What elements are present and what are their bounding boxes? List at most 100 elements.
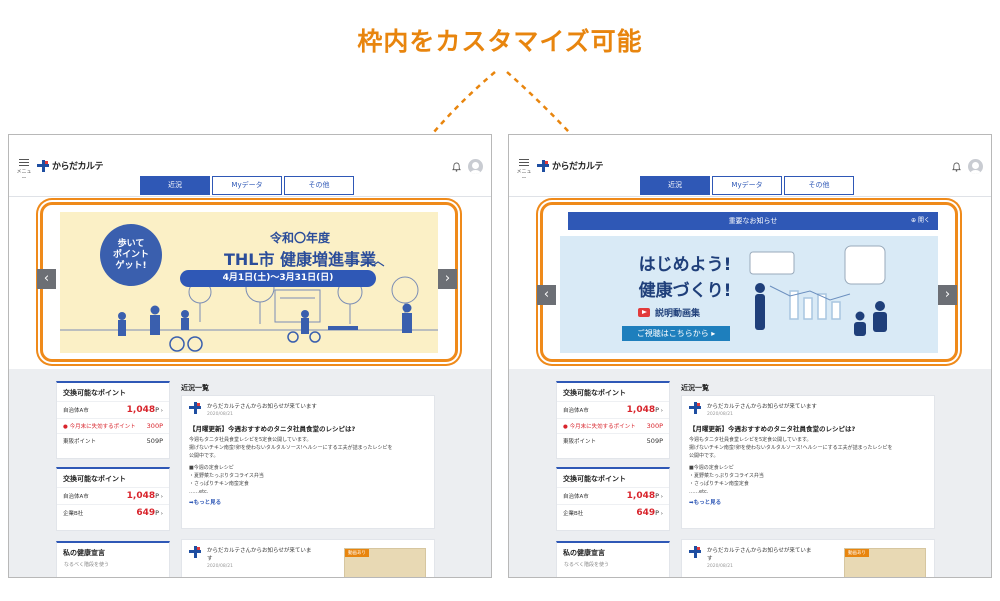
points-row-value: 1,048 — [126, 405, 156, 415]
points-row-label: 東阪ポイント — [563, 439, 597, 445]
menu-button[interactable]: メニュー — [15, 157, 33, 182]
news-line: 今週もタニタ社員食堂レシピを5定食公開しています。 — [689, 437, 812, 443]
video-label: 説明動画集 — [638, 306, 700, 319]
sender-logo-icon — [189, 402, 201, 414]
news-card[interactable]: からだカルテさんからお知らせが来ています 2020/08/21 【月曜更新】今週… — [181, 395, 435, 529]
points-row-value: 1,048 — [626, 405, 656, 415]
tab-recent[interactable]: 近況 — [640, 176, 710, 195]
notice-open-link[interactable]: ⊕ 開く — [911, 217, 930, 224]
read-more-link[interactable]: ➡もっと見る — [689, 500, 722, 506]
campaign-banner[interactable]: 歩いて ポイント ゲット! 令和〇年度 THL市 健康増進事業 4月1日(土)〜… — [60, 212, 438, 353]
content-area: 交換可能なポイント 自治体A市 1,048P › ● 今月末に失効するポイント … — [509, 369, 991, 577]
points-row[interactable]: 自治体A市 1,048P › — [557, 487, 669, 504]
news-from: からだカルテさんからお知らせが来ています — [707, 404, 817, 410]
news-from: からだカルテさんからお知らせが来ています — [207, 404, 317, 410]
app-logo[interactable]: からだカルテ — [537, 159, 604, 172]
badge-line-2: ポイント — [112, 249, 149, 260]
news-card[interactable]: からだカルテさんからお知らせが来ています 2020/08/21 【月曜更新】今週… — [681, 395, 935, 529]
news-date: 2020/08/21 — [207, 412, 233, 417]
logo-mark-icon — [537, 159, 549, 172]
news-from-line2: す — [207, 556, 213, 562]
campaign-dates: 4月1日(土)〜3月31日(日) — [180, 270, 376, 287]
news-card-2[interactable]: からだカルテさんからお知らせが来ています 2020/08/21 動画あり — [181, 539, 435, 577]
tab-recent[interactable]: 近況 — [140, 176, 210, 195]
bell-icon[interactable] — [952, 162, 961, 172]
news-header: からだカルテさんからお知らせが来ています 2020/08/21 — [682, 396, 934, 423]
tab-other[interactable]: その他 — [784, 176, 854, 195]
news-from-line1: からだカルテさんからお知らせが来ていま — [707, 548, 812, 554]
points-card-2: 交換可能なポイント 自治体A市 1,048P › 企業B社 649P › — [556, 467, 670, 531]
news-date: 2020/08/21 — [707, 412, 733, 417]
expiring-points-row: ● 今月末に失効するポイント 300P — [57, 418, 169, 433]
logo-text: からだカルテ — [552, 162, 604, 172]
points-row[interactable]: 企業B社 649P › — [557, 504, 669, 521]
points-card-title: 交換可能なポイント — [563, 389, 626, 397]
tab-mydata[interactable]: Myデータ — [212, 176, 282, 195]
news-section-label: 近況一覧 — [181, 384, 209, 392]
news-line: ・さっぱりチキン南蛮定食 — [189, 481, 249, 487]
points-row-value: 509P — [646, 437, 663, 445]
video-banner[interactable]: はじめよう! 健康づくり! 説明動画集 ご視聴はこちらから ▸ — [560, 236, 938, 353]
declaration-title: 私の健康宣言 — [63, 549, 105, 557]
news-line: ・さっぱりチキン南蛮定食 — [689, 481, 749, 487]
carousel-next-button[interactable]: › — [938, 285, 957, 305]
read-more-link[interactable]: ➡もっと見る — [189, 500, 222, 506]
points-card: 交換可能なポイント 自治体A市 1,048P › ● 今月末に失効するポイント … — [56, 381, 170, 459]
logo-text: からだカルテ — [52, 162, 104, 172]
points-unit: P — [155, 406, 160, 414]
declaration-card[interactable]: 私の健康宣言 なるべく階段を使う — [56, 541, 170, 577]
news-from: からだカルテさんからお知らせが来ています — [207, 546, 311, 562]
points-card: 交換可能なポイント 自治体A市 1,048P › ● 今月末に失効するポイント … — [556, 381, 670, 459]
expiring-label-text: 今月末に失効するポイント — [69, 424, 136, 430]
news-thumbnail: 動画あり — [344, 548, 426, 577]
news-section-label: 近況一覧 — [681, 384, 709, 392]
tab-mydata[interactable]: Myデータ — [712, 176, 782, 195]
video-label-text: 説明動画集 — [655, 309, 701, 319]
points-row-value: 509P — [146, 437, 163, 445]
watch-button[interactable]: ご視聴はこちらから ▸ — [622, 326, 730, 341]
points-unit: P — [155, 492, 160, 500]
notice-label: 重要なお知らせ — [728, 217, 778, 225]
expiring-label-text: 今月末に失効するポイント — [569, 424, 636, 430]
news-from: からだカルテさんからお知らせが来ています — [707, 546, 811, 562]
declaration-card[interactable]: 私の健康宣言 なるべく階段を使う — [556, 541, 670, 577]
points-row[interactable]: 企業B社 649P › — [57, 504, 169, 521]
tab-other[interactable]: その他 — [284, 176, 354, 195]
app-header: メニュー からだカルテ 近況 Myデータ その他 — [9, 135, 491, 197]
menu-button[interactable]: メニュー — [515, 157, 533, 182]
park-illustration — [60, 261, 438, 352]
news-line: 公開中です。 — [689, 453, 719, 459]
avatar[interactable] — [968, 159, 983, 174]
watch-button-label: ご視聴はこちらから — [636, 329, 709, 338]
expiring-points-label: ● 今月末に失効するポイント — [563, 424, 636, 430]
news-line: 公開中です。 — [189, 453, 219, 459]
points-row[interactable]: 自治体A市 1,048P › — [557, 401, 669, 418]
points-unit: P — [655, 492, 660, 500]
fiscal-year-label: 令和〇年度 — [269, 231, 330, 245]
carousel-prev-button[interactable]: ‹ — [537, 285, 556, 305]
points-row[interactable]: 自治体A市 1,048P › — [57, 487, 169, 504]
news-card-2[interactable]: からだカルテさんからお知らせが来ています 2020/08/21 動画あり — [681, 539, 935, 577]
news-title: 【月曜更新】今週おすすめのタニタ社員食堂のレシピは? — [189, 425, 356, 433]
points-row-label: 自治体A市 — [63, 494, 89, 500]
sender-logo-icon — [689, 546, 701, 558]
avatar[interactable] — [468, 159, 483, 174]
points-row-label: 自治体A市 — [563, 408, 589, 414]
points-row[interactable]: 自治体A市 1,048P › — [57, 401, 169, 418]
news-date: 2020/08/21 — [707, 564, 733, 569]
points-card-title: 交換可能なポイント — [563, 475, 626, 483]
badge-line-1: 歩いて — [117, 238, 145, 249]
important-notice-bar[interactable]: 重要なお知らせ ⊕ 開く — [568, 212, 938, 230]
bell-icon[interactable] — [452, 162, 461, 172]
points-unit: P — [655, 509, 660, 517]
carousel-prev-button[interactable]: ‹ — [37, 269, 56, 289]
points-row-label: 企業B社 — [63, 511, 84, 517]
points-row-value: 649 — [636, 508, 656, 518]
carousel-next-button[interactable]: › — [438, 269, 457, 289]
banner-title-line1: はじめよう! — [638, 255, 732, 275]
news-line: ■今週の定食レシピ — [689, 465, 734, 471]
walk-badge: 歩いて ポイント ゲット! — [100, 224, 162, 286]
app-logo[interactable]: からだカルテ — [37, 159, 104, 172]
points-row-label: 自治体A市 — [63, 408, 89, 414]
declaration-preview: なるべく階段を使う — [64, 562, 110, 568]
